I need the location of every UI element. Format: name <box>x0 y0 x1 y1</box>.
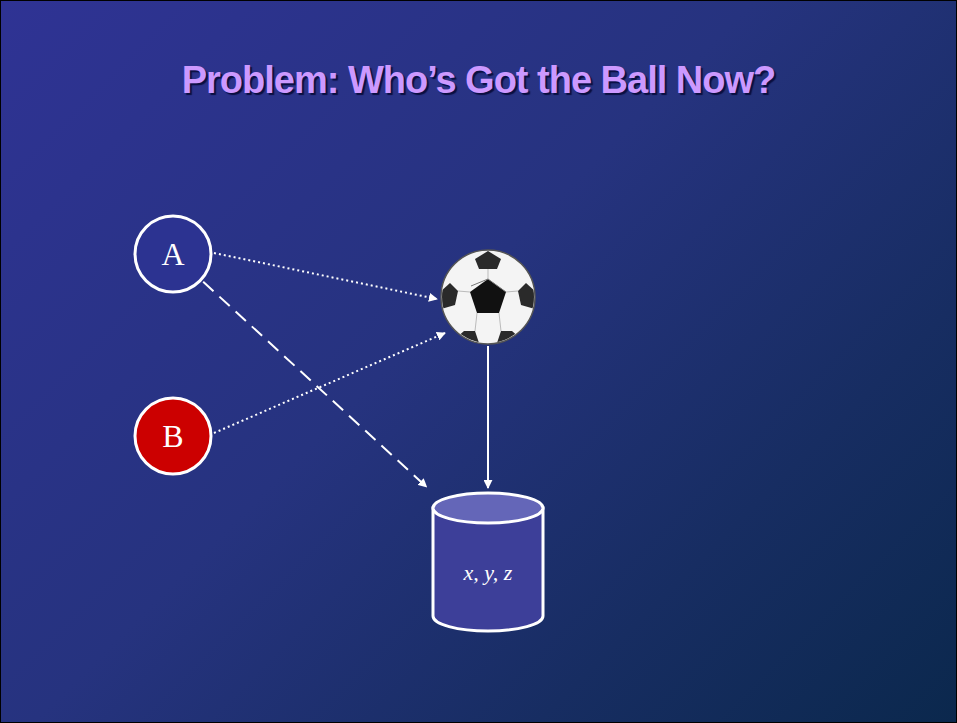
actor-circle: A <box>133 214 213 294</box>
dotted-arrow <box>214 333 445 433</box>
dotted-arrow <box>214 253 437 299</box>
soccer-ball <box>439 250 537 347</box>
slide-title: Problem: Who’s Got the Ball Now? <box>1 59 956 102</box>
node-label: x, y, z <box>464 560 513 586</box>
dashed-arrow <box>203 282 426 487</box>
node-label: A <box>161 236 184 273</box>
actor-circle: B <box>133 396 213 476</box>
solid-arrow <box>487 346 489 488</box>
database-cylinder: x, y, z <box>431 491 545 633</box>
node-label: B <box>162 418 183 455</box>
